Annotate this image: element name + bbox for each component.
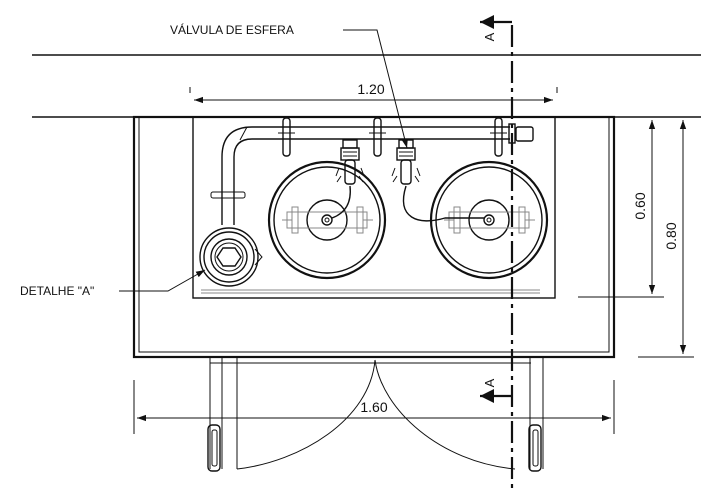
ball-valve-right bbox=[391, 139, 421, 185]
hose-reel-left bbox=[267, 160, 387, 280]
dimension-label-1-60: 1.60 bbox=[360, 399, 387, 415]
section-line: A A bbox=[480, 15, 514, 491]
dimension-height-inner: 0.60 bbox=[578, 116, 664, 298]
water-pipe bbox=[210, 123, 534, 225]
ball-valves bbox=[335, 139, 421, 185]
cabinet-inner bbox=[192, 116, 556, 299]
ball-valve-left bbox=[335, 139, 365, 185]
dimension-width-outer: 1.60 bbox=[133, 380, 615, 434]
dimension-height-outer: 0.80 bbox=[638, 116, 694, 358]
detail-label: DETALHE "A" bbox=[20, 284, 94, 298]
dimension-width-inner: 1.20 bbox=[189, 81, 558, 104]
section-label-bottom: A bbox=[482, 378, 497, 387]
detail-leader: DETALHE "A" bbox=[20, 269, 206, 298]
valve-leader: VÁLVULA DE ESFERA bbox=[170, 22, 408, 149]
pipe-clamps bbox=[278, 117, 507, 157]
valve-label: VÁLVULA DE ESFERA bbox=[170, 22, 294, 37]
section-label-top: A bbox=[482, 32, 497, 41]
dimension-label-0-60: 0.60 bbox=[632, 192, 648, 219]
hose-reel-right bbox=[402, 160, 549, 280]
dimension-label-0-80: 0.80 bbox=[663, 222, 679, 249]
dimension-label-1-20: 1.20 bbox=[357, 81, 384, 97]
doors bbox=[207, 357, 544, 472]
fire-connection-fitting bbox=[199, 227, 263, 287]
